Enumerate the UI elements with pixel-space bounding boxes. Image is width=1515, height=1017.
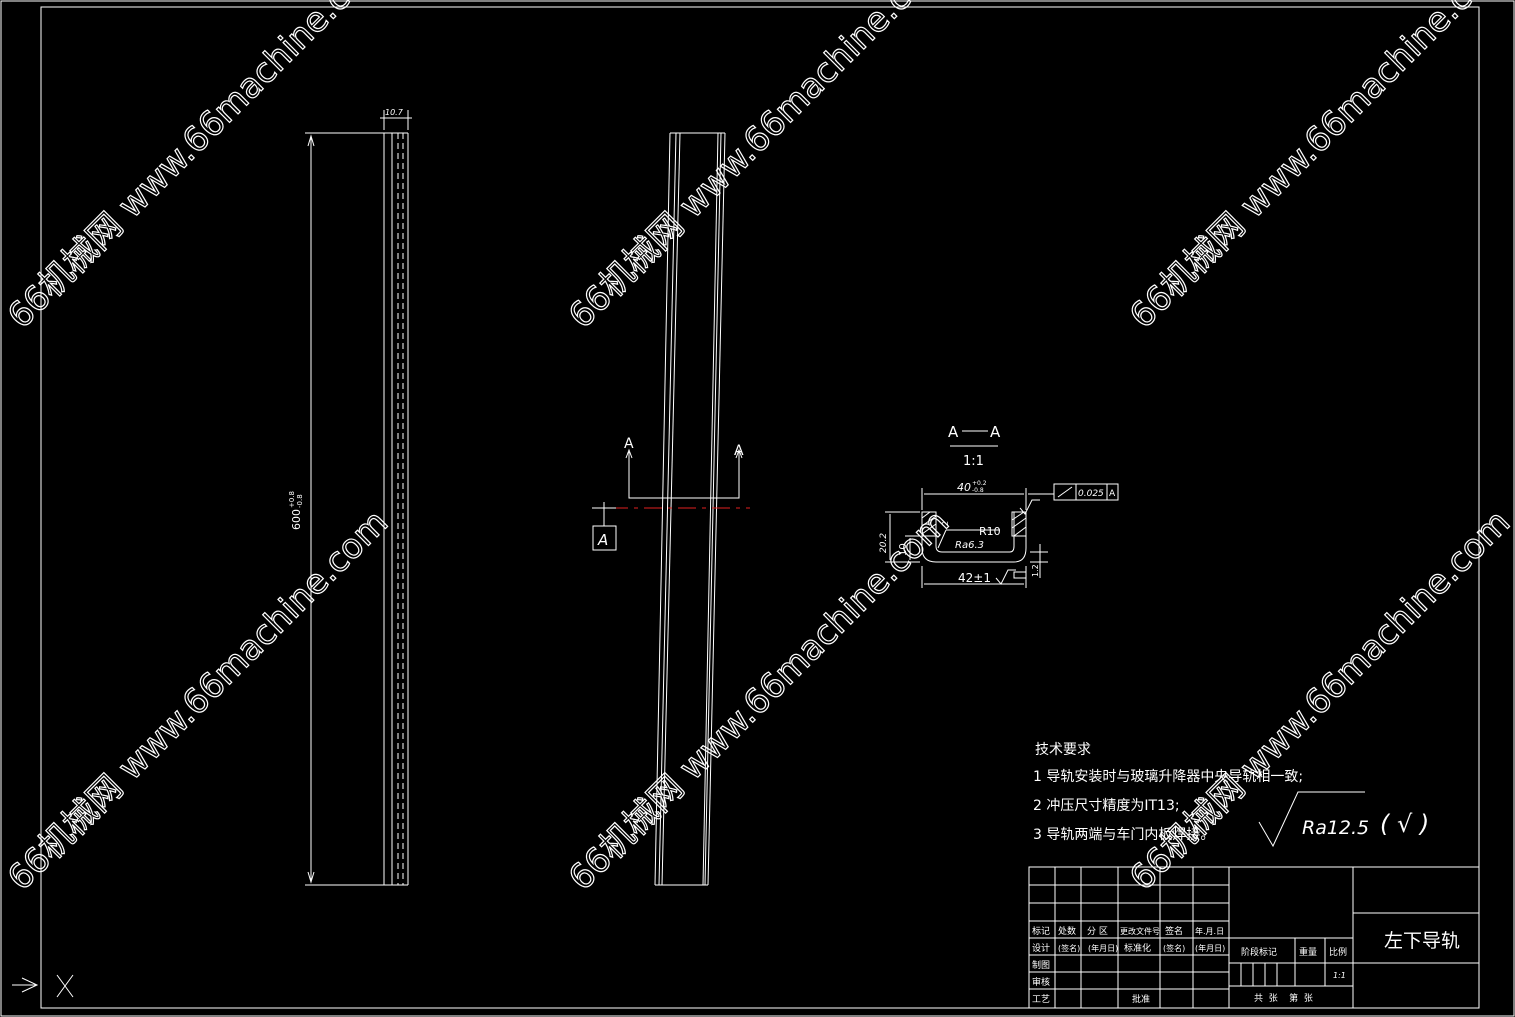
tb-header-0: 标记 xyxy=(1032,925,1050,937)
front-view xyxy=(592,132,750,886)
tolerance-datum: A xyxy=(1109,489,1116,499)
section-dim-small-2: 1.2 xyxy=(1031,564,1040,577)
section-roughness-inner: Ra6.3 xyxy=(955,540,984,551)
section-marker-right: A xyxy=(734,443,744,459)
datum-box xyxy=(592,525,617,551)
tb-header-1: 处数 xyxy=(1058,925,1076,937)
section-title-right: A xyxy=(990,423,1001,441)
tb-design-0: 设计 xyxy=(1032,942,1050,954)
section-dim-radius: R10 xyxy=(979,525,1001,538)
tech-requirement-1: 1 导轨安装时与玻璃升降器中央导轨相一致; xyxy=(1033,768,1303,785)
tb-weight-label: 重量 xyxy=(1299,946,1317,958)
watermark-3: 66机械网 www.66machine.com xyxy=(1122,0,1515,336)
tb-design-5: (年月日) xyxy=(1195,943,1225,953)
tb-row-review: 审核 xyxy=(1032,976,1050,988)
section-dim-small-1: 2 xyxy=(941,521,950,526)
section-title-left: A xyxy=(948,423,959,441)
side-width-dimension: 10.7 xyxy=(385,108,404,117)
side-length-main: 600 xyxy=(290,509,303,530)
section-dim-top-tol-upper: +0.2 xyxy=(972,480,987,487)
section-profile xyxy=(885,483,1119,588)
datum-label: A xyxy=(597,531,608,549)
tb-header-4: 签名 xyxy=(1165,925,1183,937)
section-dim-bottom: 42±1 xyxy=(958,571,991,585)
tb-row-drawing: 制图 xyxy=(1032,959,1050,971)
tb-stage-label: 阶段标记 xyxy=(1241,946,1277,958)
tech-requirement-2: 2 冲压尺寸精度为IT13; xyxy=(1033,798,1180,814)
tb-header-2: 分 区 xyxy=(1087,926,1108,937)
tech-requirement-3: 3 导轨两端与车门内板焊接。 xyxy=(1033,826,1214,843)
watermark-4: 66机械网 www.66machine.com xyxy=(0,502,396,898)
tb-design-1: (签名) xyxy=(1058,943,1080,953)
watermark-5: 66机械网 www.66machine.com xyxy=(561,502,957,898)
roughness-suffix: ( √ ) xyxy=(1380,810,1429,838)
side-length-tol-upper: +0.8 xyxy=(288,491,296,508)
inner-frame xyxy=(40,6,1480,1009)
tb-header-5: 年.月.日 xyxy=(1195,926,1224,936)
tb-approve: 批准 xyxy=(1132,993,1150,1005)
side-length-dimension: 600 +0.8 -0.8 xyxy=(288,491,304,530)
tb-design-3: 标准化 xyxy=(1124,942,1151,954)
section-marker-left: A xyxy=(624,436,634,452)
roughness-symbol xyxy=(1258,791,1365,848)
section-scale: 1:1 xyxy=(963,454,984,469)
ucs-icon xyxy=(12,974,74,998)
tolerance-value: 0.025 xyxy=(1078,489,1104,499)
tb-design-2: (年月日) xyxy=(1088,943,1118,953)
section-dim-top-tol-lower: -0.8 xyxy=(972,487,984,494)
tb-ratio-label: 比例 xyxy=(1329,946,1347,958)
roughness-value: Ra12.5 xyxy=(1302,817,1369,839)
tb-row-process: 工艺 xyxy=(1032,994,1050,1005)
section-dim-left-total: 20.2 xyxy=(879,533,889,553)
side-length-tol-lower: -0.8 xyxy=(296,494,304,508)
watermark-group: 66机械网 www.66machine.com 66机械网 www.66mach… xyxy=(0,0,1515,899)
watermark-1: 66机械网 www.66machine.com xyxy=(0,0,396,336)
watermark-2: 66机械网 www.66machine.com xyxy=(561,0,957,336)
tb-design-4: (签名) xyxy=(1163,943,1185,953)
tb-sheets-label: 共 张 第 张 xyxy=(1254,992,1313,1004)
title-block-grid xyxy=(1028,866,1480,1009)
tb-scale-value: 1:1 xyxy=(1333,971,1346,980)
tech-requirements-title: 技术要求 xyxy=(1035,742,1091,758)
section-dim-top: 40 xyxy=(957,481,971,494)
tb-header-3: 更改文件号 xyxy=(1120,926,1160,936)
drawing-title: 左下导轨 xyxy=(1384,930,1460,952)
side-view xyxy=(305,110,412,886)
section-dim-left-height: 10 xyxy=(898,543,909,556)
